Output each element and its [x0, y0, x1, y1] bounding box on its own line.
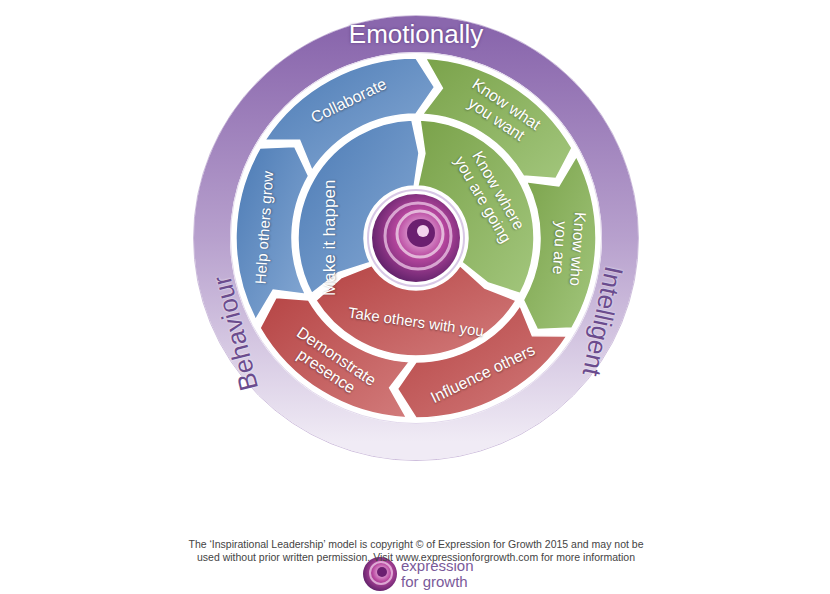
segment-text: Help others grow — [251, 157, 278, 298]
segment-box: Know who you are — [546, 204, 589, 292]
segment-shapes — [236, 58, 596, 418]
ring-band-shape — [212, 34, 620, 442]
segment-box: Know what you want — [455, 73, 547, 152]
segment-text: Know where you are going — [447, 138, 534, 252]
segment-text: Know who you are — [546, 204, 589, 292]
ring-word: Intelligent — [577, 264, 628, 379]
ring-word: Emotionally — [349, 20, 483, 49]
segment-text: Demonstrate presence — [279, 321, 382, 407]
segment-box: Influence others — [420, 338, 545, 412]
ring-band: EmotionallyIntelligent Behaviour Collabora… — [194, 16, 638, 460]
segment-box: Know where you are going — [447, 138, 534, 252]
ring-inner-edge — [231, 53, 602, 424]
segment-text: Collaborate — [296, 69, 403, 134]
segment-box: Collaborate — [296, 69, 403, 134]
logo-text: expression for growth — [401, 558, 493, 590]
segment-box: Make it happen — [320, 173, 340, 303]
center-swirl — [368, 190, 464, 286]
segment-text: Make it happen — [320, 173, 340, 303]
segment-box: Take others with you — [331, 302, 502, 343]
segment-box: Demonstrate presence — [279, 321, 382, 407]
segment-text: Influence others — [420, 338, 545, 412]
ring-edge — [194, 16, 639, 461]
segment-box: Help others grow — [251, 157, 278, 298]
segment-text: Know what you want — [455, 73, 547, 152]
segment-text: Take others with you — [331, 302, 502, 343]
ring-word: Behaviour — [208, 274, 264, 395]
